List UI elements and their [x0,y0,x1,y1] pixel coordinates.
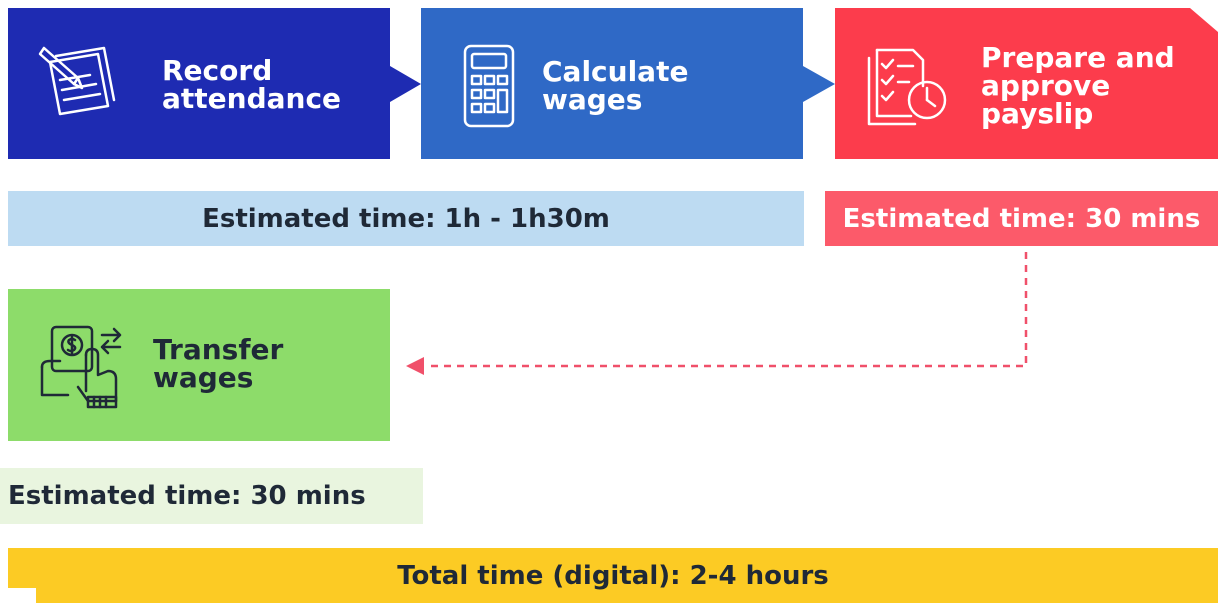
dashed-connector-arrow [406,252,1028,375]
estimate-first-two-steps: Estimated time: 1h - 1h30m [8,191,804,246]
calculator-icon [461,44,517,132]
step-label: Record attendance [162,54,342,115]
total-time-banner: Total time (digital): 2-4 hours [8,548,1218,603]
checklist-clock-icon [865,46,951,134]
step-transfer-wages: Transfer wages [8,289,390,441]
estimate-payslip: Estimated time: 30 mins [825,191,1218,246]
step-record-attendance: Record attendance [8,8,390,159]
total-time-label: Total time (digital): 2-4 hours [397,560,829,591]
step-calculate-wages: Calculate wages [421,8,803,159]
step-label: Transfer wages [153,333,284,394]
flow-arrow [803,66,835,102]
notepad-pencil-icon [38,44,128,128]
estimate-transfer: Estimated time: 30 mins [0,468,423,524]
hand-money-transfer-icon [38,325,128,413]
step-label: Prepare and approve payslip [981,41,1175,130]
flow-arrow [390,66,421,102]
step-prepare-approve-payslip: Prepare and approve payslip [835,8,1218,159]
step-label: Calculate wages [542,55,689,116]
